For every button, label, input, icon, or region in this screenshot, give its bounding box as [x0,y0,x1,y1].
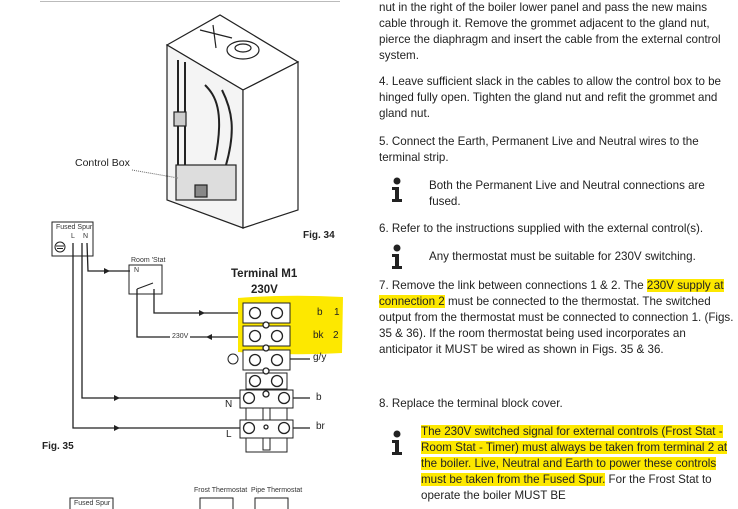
control-box-leader [131,169,179,179]
note-thermostat: Any thermostat must be suitable for 230V… [429,250,696,263]
paragraph-5: 5. Connect the Earth, Permanent Live and… [379,135,699,164]
control-box-label: Control Box [75,157,130,169]
room-stat-label: Room 'Stat [131,257,166,264]
wire-label: b [317,307,323,318]
paragraph-4: 4. Leave sufficient slack in the cables … [379,75,722,120]
info-icon [392,244,402,269]
conn-number: 1 [334,307,340,318]
room-stat-n-label: N [134,267,140,274]
info-icon [392,430,402,455]
fused-spur-label: Fused Spur [56,224,93,231]
spur-n-label: N [83,233,89,240]
wire-label: br [316,421,325,432]
p7-text: 7. Remove the link between connections 1… [379,279,647,292]
frost-thermostat-label: Frost Thermostat [194,487,248,494]
wire-230v-label: 230V [172,333,189,340]
fused-spur-2-label: Fused Spur [74,500,111,507]
info-icon [392,177,402,202]
boiler-illustration [165,14,300,229]
fig34-caption: Fig. 34 [303,230,335,241]
block-l-label: L [226,429,232,440]
wire-label: b [316,392,322,403]
terminal-title: Terminal M1 [231,268,298,280]
wire-label: g/y [313,352,327,363]
fig35-caption: Fig. 35 [42,441,74,452]
paragraph-3: nut in the right of the boiler lower pan… [379,1,721,62]
note-fused: Both the Permanent Live and Neutral conn… [429,179,705,208]
earth-terminal-icon [227,353,239,365]
wiring-diagrams [51,14,343,509]
wires [72,242,310,429]
pipe-thermostat-label: Pipe Thermostat [251,487,303,494]
paragraph-6: 6. Refer to the instructions supplied wi… [379,222,704,235]
p7-text-rest: must be connected to the thermostat. The… [379,295,734,356]
room-stat-box [128,264,163,295]
paragraph-7: 7. Remove the link between connections 1… [379,278,734,358]
terminal-block [239,302,294,453]
paragraph-8: 8. Replace the terminal block cover. [379,397,563,410]
earth-icon [54,241,66,253]
block-n-label: N [225,399,233,410]
wire-label: bk [313,330,324,341]
note-switched-signal: The 230V switched signal for external co… [421,424,731,504]
spur-l-label: L [71,233,75,240]
page-rule [40,1,340,2]
note3-text: For the Frost Stat to operate the boiler… [421,473,712,502]
terminal-voltage: 230V [251,284,278,296]
conn-number: 2 [333,330,339,341]
